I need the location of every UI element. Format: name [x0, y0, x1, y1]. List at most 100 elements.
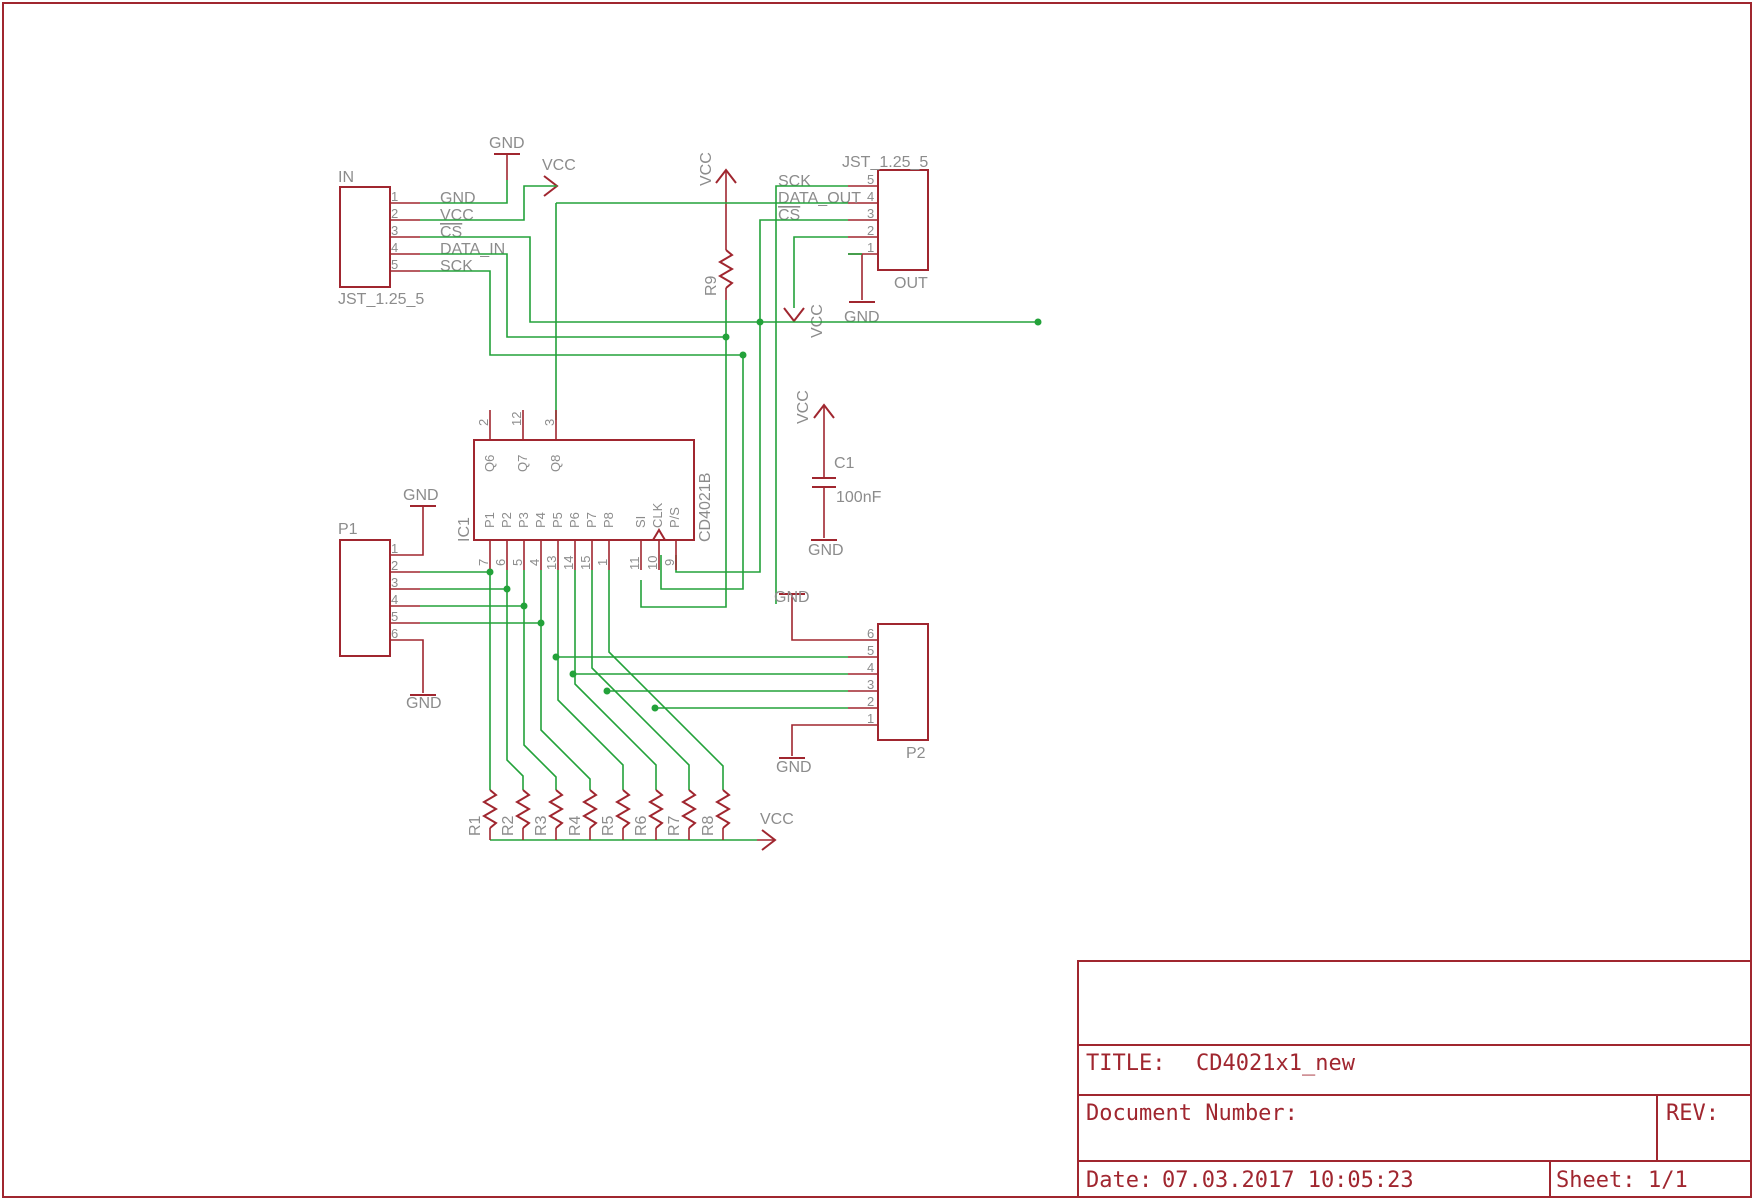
- connector-out-pin-3: 3: [867, 206, 874, 221]
- connector-in-pin-3: 3: [391, 223, 398, 238]
- vcc-symbol-resistors: VCC: [757, 811, 794, 851]
- gnd-symbol-in: GND: [489, 135, 525, 180]
- ic1-bottom-pin-10: 10: [645, 556, 660, 570]
- net-label-cs: CS: [440, 224, 462, 241]
- ic1-name: IC1: [456, 517, 473, 542]
- gnd-label-p2-bottom: GND: [776, 759, 812, 776]
- ic1-bottom-pin-15: 15: [578, 556, 593, 570]
- ic1-bottom-pin-13: 13: [544, 556, 559, 570]
- connector-p1-pin-5: 5: [391, 609, 398, 624]
- ic1-bottom-pin-7: 7: [476, 559, 491, 566]
- ic1-bottom-pin-6: 6: [493, 559, 508, 566]
- vcc-label-c1: VCC: [795, 390, 812, 424]
- vcc-symbol-out: VCC: [783, 304, 826, 338]
- resistor-r8-label: R8: [700, 815, 717, 836]
- sheet-label: Sheet:: [1556, 1168, 1635, 1193]
- ic1-pin-p7: P7: [584, 512, 599, 528]
- ic1-part: CD4021B: [697, 473, 714, 542]
- vcc-label-r9: VCC: [698, 152, 715, 186]
- ic1-pin-q7: Q7: [515, 455, 530, 472]
- ic1-top-pin-3: 3: [542, 419, 557, 426]
- vcc-label-out: VCC: [809, 304, 826, 338]
- wire-junctions-bottom: [486, 568, 659, 712]
- ic1-bottom-pin-5: 5: [510, 559, 525, 566]
- vcc-label-resistors: VCC: [760, 811, 794, 828]
- vcc-symbol-in: VCC: [542, 157, 576, 197]
- resistor-r7-label: R7: [666, 815, 683, 836]
- capacitor-c1-value: 100nF: [836, 489, 882, 506]
- ic1-bottom-pin-1: 1: [595, 559, 610, 566]
- wires-top: [420, 180, 1038, 608]
- ic1-pin-ps: P/S: [667, 507, 682, 528]
- ic1-clock-marker: [652, 528, 666, 541]
- connector-p1-pin-3: 3: [391, 575, 398, 590]
- ic1-bottom-pin-11: 11: [627, 557, 642, 571]
- ic1-pin-si: SI: [633, 516, 648, 528]
- connector-p1-pin-1: 1: [391, 541, 398, 556]
- connector-p1-pin-2: 2: [391, 558, 398, 573]
- gnd-symbol-p2-top: GND: [774, 589, 848, 641]
- ic1-cd4021b: 2 12 3 Q6 Q7 Q8 P1 P2 P3 P4 P5 P6 P7 P8 …: [456, 410, 714, 570]
- wire-junctions-top: [722, 318, 1042, 359]
- title-value: CD4021x1_new: [1196, 1051, 1356, 1076]
- capacitor-c1-name: C1: [834, 455, 855, 472]
- connector-in-pin-5: 5: [391, 257, 398, 272]
- title-label: TITLE:: [1086, 1051, 1165, 1076]
- ic1-bottom-pin-9: 9: [662, 559, 677, 566]
- rev-label: REV:: [1666, 1101, 1719, 1126]
- net-label-out-sck: SCK: [778, 173, 811, 190]
- connector-p2-pin-6: 6: [867, 626, 874, 641]
- resistor-r1-label: R1: [467, 815, 484, 836]
- connector-p2-name: P2: [906, 745, 926, 762]
- document-number-label: Document Number:: [1086, 1101, 1298, 1126]
- capacitor-c1: VCC C1 100nF GND: [795, 390, 882, 559]
- ic1-top-pin-2: 2: [476, 419, 491, 426]
- connector-p2-pin-3: 3: [867, 677, 874, 692]
- ic1-pin-q8: Q8: [548, 455, 563, 472]
- connector-out: JST_1.25_5 OUT 5 4 3 2 1 SCK DATA_OUT CS: [778, 154, 929, 292]
- gnd-label-c1: GND: [808, 542, 844, 559]
- ic1-pin-p2: P2: [499, 512, 514, 528]
- net-label-data-in: DATA_IN: [440, 241, 505, 258]
- connector-p2-pin-5: 5: [867, 643, 874, 658]
- gnd-label-out: GND: [844, 309, 880, 326]
- connector-p2: P2 6 5 4 3 2 1: [848, 623, 929, 762]
- gnd-symbol-p1-bottom: GND: [406, 639, 442, 712]
- gnd-label-p1-top: GND: [403, 487, 439, 504]
- connector-out-pin-1: 1: [867, 240, 874, 255]
- ic1-pin-q6: Q6: [482, 455, 497, 472]
- wires-bottom: [420, 570, 848, 841]
- ic1-pin-p5: P5: [550, 512, 565, 528]
- net-label-out-data: DATA_OUT: [778, 190, 861, 207]
- connector-p1-pin-6: 6: [391, 626, 398, 641]
- resistor-r6-label: R6: [633, 815, 650, 836]
- ic1-pin-p4: P4: [533, 512, 548, 528]
- ic1-bottom-pin-14: 14: [561, 556, 576, 570]
- ic1-top-pin-12: 12: [509, 412, 524, 426]
- connector-p1-name: P1: [338, 521, 358, 538]
- ic1-bottom-pin-4: 4: [527, 559, 542, 566]
- ic1-pin-clk: CLK: [650, 502, 665, 528]
- net-label-sck: SCK: [440, 258, 473, 275]
- ic1-pin-p6: P6: [567, 512, 582, 528]
- vcc-label-in: VCC: [542, 157, 576, 174]
- connector-in-pin-4: 4: [391, 240, 398, 255]
- resistor-r4-label: R4: [567, 815, 584, 836]
- connector-in-pin-2: 2: [391, 206, 398, 221]
- gnd-symbol-out: GND: [844, 254, 880, 326]
- connector-out-pin-4: 4: [867, 189, 874, 204]
- gnd-label-p2-top: GND: [774, 589, 810, 606]
- connector-in-part: JST_1.25_5: [338, 291, 424, 308]
- gnd-label-in: GND: [489, 135, 525, 152]
- connector-in: IN JST_1.25_5 1 2 3 4 5 GND VCC CS DATA_…: [338, 169, 505, 308]
- ic1-pin-p3: P3: [516, 512, 531, 528]
- gnd-label-p1-bottom: GND: [406, 695, 442, 712]
- connector-p2-pin-2: 2: [867, 694, 874, 709]
- title-block: TITLE: CD4021x1_new Document Number: REV…: [1077, 960, 1752, 1198]
- gnd-symbol-p2-bottom: GND: [776, 724, 848, 776]
- resistor-r9-label: R9: [703, 275, 720, 296]
- vcc-symbol-r9: VCC: [698, 152, 737, 186]
- ic1-pin-p8: P8: [601, 512, 616, 528]
- resistor-r2-label: R2: [500, 815, 517, 836]
